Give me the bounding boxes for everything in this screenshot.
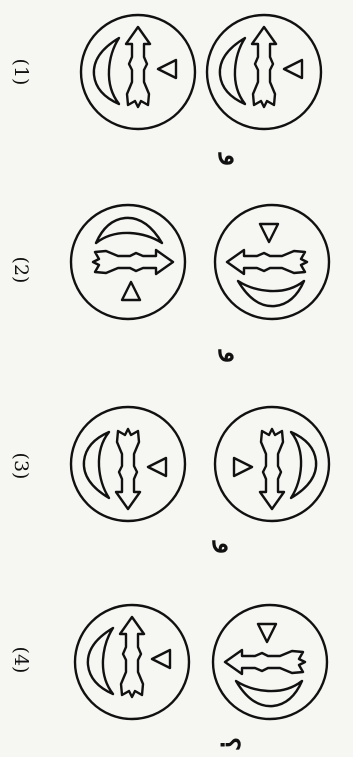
- row-1: (1) و: [10, 15, 321, 166]
- row-3: (3) و: [10, 407, 329, 554]
- figure-2b: [215, 205, 329, 319]
- question-mark: ؟: [214, 737, 244, 751]
- separator-1: و: [218, 152, 248, 167]
- figure-2a: [71, 205, 185, 319]
- row-label-4: (4): [10, 647, 32, 674]
- figure-4a: [75, 605, 189, 719]
- row-2: (2) و: [10, 205, 329, 363]
- figure-1a: [81, 15, 195, 129]
- row-label-3: (3): [10, 453, 32, 480]
- figure-1b: [207, 15, 321, 129]
- row-label-2: (2): [10, 257, 32, 284]
- row-4: (4) ؟: [10, 605, 327, 751]
- figure-4b: [213, 605, 327, 719]
- separator-2: و: [218, 349, 248, 364]
- figure-3a: [71, 407, 185, 521]
- row-label-1: (1): [10, 59, 32, 86]
- figure-3b: [215, 407, 329, 521]
- separator-3: و: [212, 540, 242, 555]
